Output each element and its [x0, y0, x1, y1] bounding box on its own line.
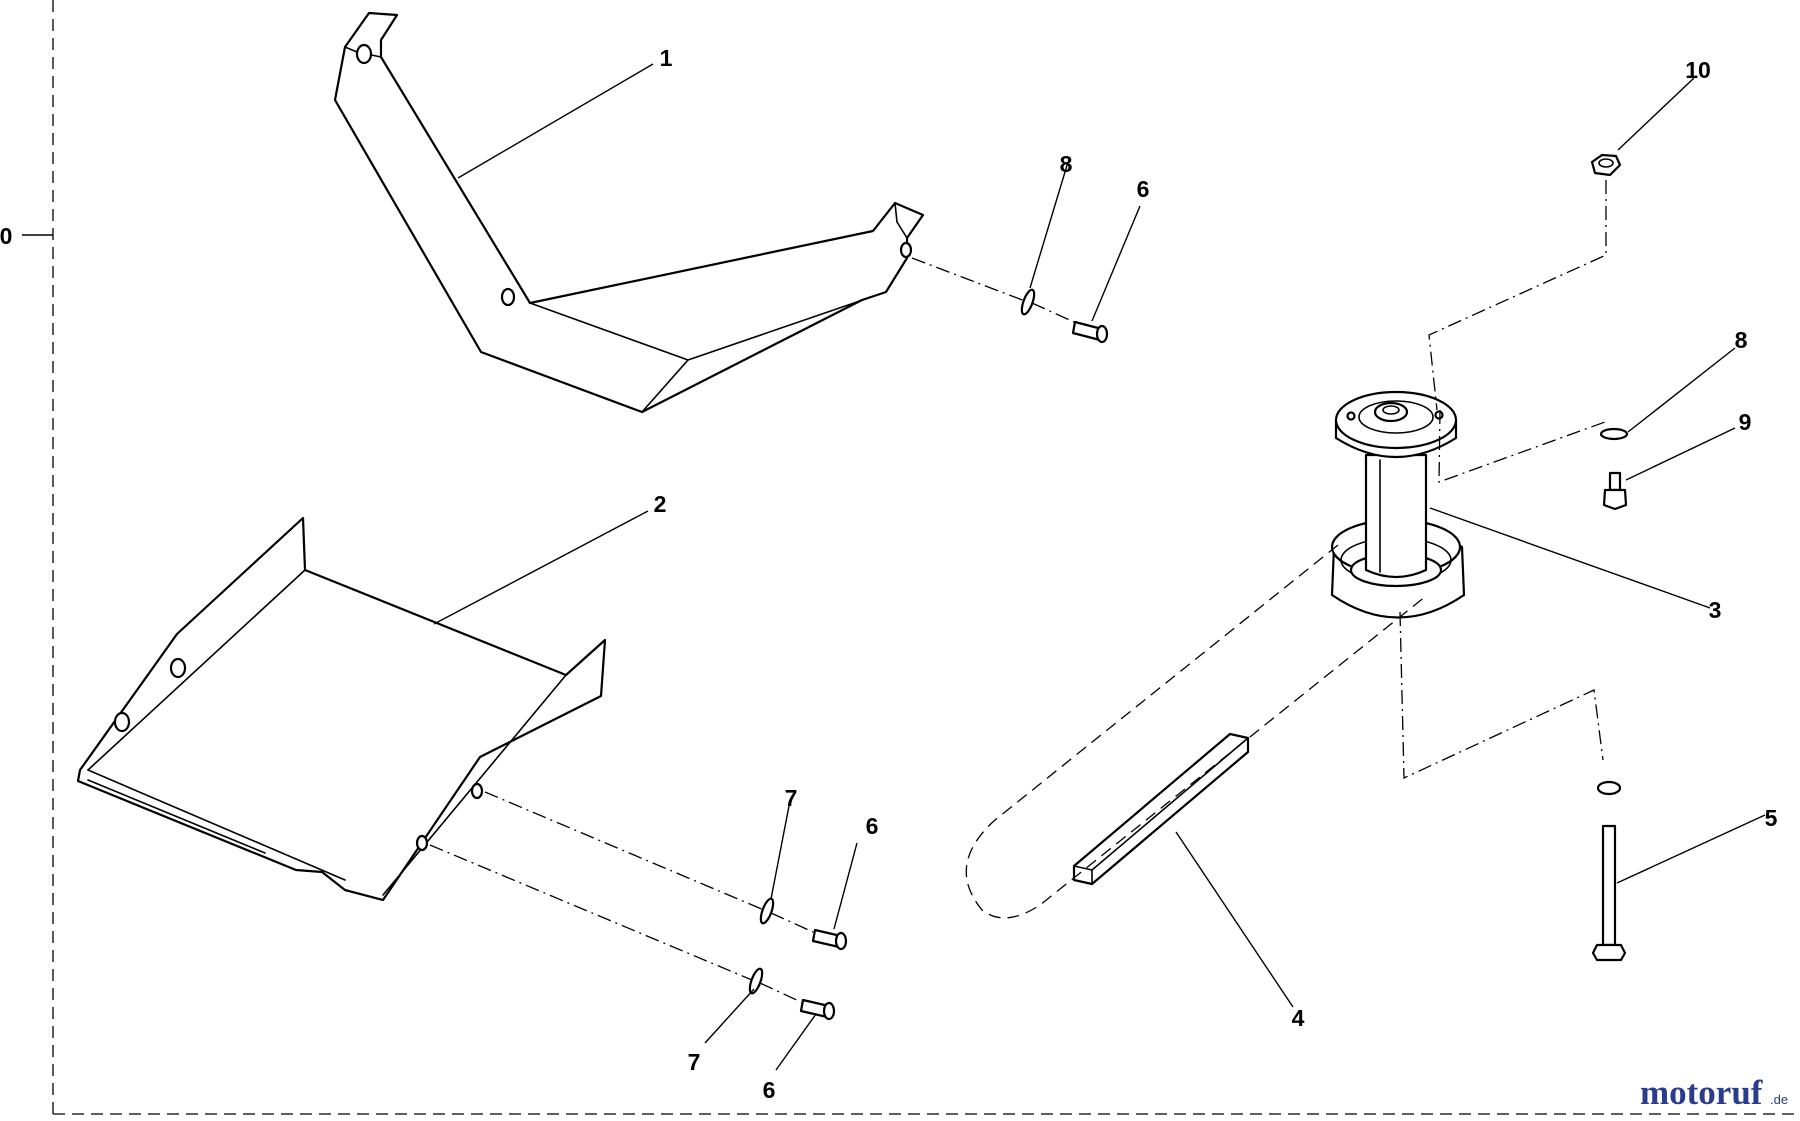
- leader-lines: [433, 63, 1766, 1071]
- assembly-lines: [429, 180, 1607, 1003]
- callout-labels: 1 2 3 4 5 6 6 6 7 7 8 8 9 10 0: [0, 45, 1778, 1103]
- callout-8-right: 8: [1735, 327, 1748, 353]
- callout-5: 5: [1765, 805, 1778, 831]
- bracket-part-1: [333, 11, 925, 414]
- tray-part-2: [76, 516, 607, 902]
- watermark-brand: motoruf: [1640, 1073, 1763, 1112]
- hardware-parts: [748, 153, 1629, 1021]
- callout-6-upper-right: 6: [866, 813, 879, 839]
- callout-7-upper: 7: [785, 785, 798, 811]
- callout-7-lower: 7: [688, 1049, 701, 1075]
- callout-1: 1: [660, 45, 673, 71]
- callout-8-top: 8: [1060, 151, 1073, 177]
- callout-9: 9: [1739, 409, 1752, 435]
- key-part-4: [1072, 732, 1250, 886]
- watermark-logo: motoruf .de: [1640, 1073, 1788, 1112]
- callout-4: 4: [1292, 1005, 1305, 1031]
- callout-10: 10: [1685, 57, 1711, 83]
- diagram-frame: [22, 0, 1800, 1115]
- callout-0-left: 0: [0, 223, 12, 249]
- spindle-part-3: [1330, 390, 1466, 619]
- callout-2: 2: [654, 491, 667, 517]
- watermark-suffix: .de: [1770, 1092, 1788, 1107]
- callout-6-bottom: 6: [763, 1077, 776, 1103]
- callout-3: 3: [1709, 597, 1722, 623]
- callout-6-top: 6: [1137, 176, 1150, 202]
